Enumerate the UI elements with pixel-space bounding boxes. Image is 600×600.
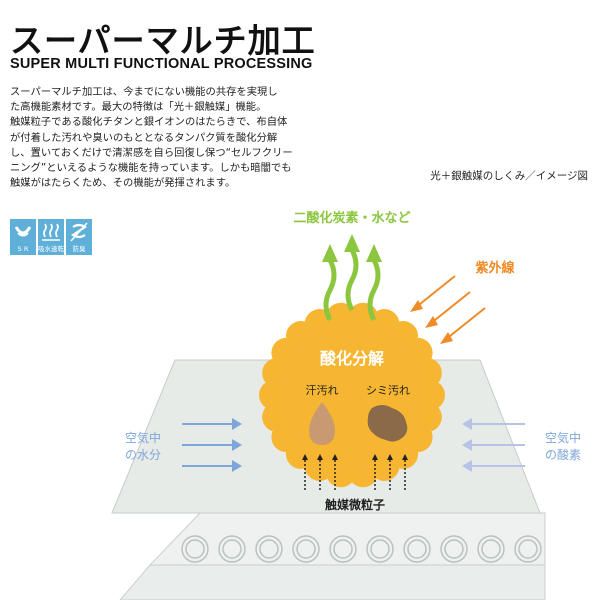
left-label-line1: 空気中 <box>125 430 161 445</box>
left-arrow-head <box>232 439 242 451</box>
diagram-caption: 光＋銀触媒のしくみ／イメージ図 <box>430 170 588 182</box>
uv-arrow-head <box>440 332 453 344</box>
right-arrow-head <box>462 460 472 472</box>
sr-icon: S R <box>10 219 36 255</box>
sweat-drop <box>308 402 336 445</box>
particle-arrow-head <box>402 454 408 460</box>
deodorize-icon: 防臭 <box>66 219 92 255</box>
particle-arrow-head <box>317 454 323 460</box>
description-line: し、置いておくだけで清潔感を自ら回復し保つ“セルフクリー <box>10 146 293 159</box>
particle-arrows <box>304 460 406 490</box>
description: スーパーマルチ加工は、今までにない機能の共存を実現し た高機能素材です。最大の特… <box>10 85 300 191</box>
uv-arrows <box>414 275 486 341</box>
sweat-label: 汗汚れ <box>306 384 339 397</box>
right-label-line2: の酸素 <box>545 447 581 462</box>
uv-label: 紫外線 <box>475 260 515 276</box>
description-line: た高機能素材です。最大の特徴は「光＋銀触媒」機能。 <box>10 101 267 114</box>
particle-arrow-head <box>372 454 378 460</box>
description-line: が付着した汚れや臭いのもととなるタンパク質を酸化分解 <box>10 131 278 144</box>
icon-label: S R <box>17 245 29 253</box>
right-arrow-head <box>462 418 472 430</box>
icon-label: 吸水速乾 <box>38 245 64 253</box>
left-arrow-head <box>232 418 242 430</box>
page-subtitle: SUPER MULTI FUNCTIONAL PROCESSING <box>10 56 313 72</box>
particle-label: 触媒微粒子 <box>325 497 385 512</box>
description-line: ニング”といえるような機能を持っています。しかも暗闇でも <box>10 162 292 175</box>
stain-label: シミ汚れ <box>366 384 410 397</box>
right-arrows <box>472 423 525 467</box>
fabric-base-layer <box>119 512 546 600</box>
particle-arrow-head <box>332 454 338 460</box>
uv-arrow-head <box>410 300 423 312</box>
stain-blob <box>367 405 408 442</box>
icon-label: 防臭 <box>72 245 86 253</box>
left-label-line2: の水分 <box>125 448 161 462</box>
absorb-quick-dry-icon: 吸水速乾 <box>38 219 64 255</box>
center-label: 酸化分解 <box>320 349 384 368</box>
feature-icons: S R 吸水速乾 防臭 <box>10 219 92 255</box>
output-arrow-head <box>344 234 360 252</box>
output-arrow-head <box>322 244 338 262</box>
left-arrow-head <box>232 460 242 472</box>
output-arrow-head <box>366 244 382 262</box>
description-line: 触媒がはたらくため、その機能が発揮されます。 <box>10 177 236 190</box>
output-label: 二酸化炭素・水など <box>293 210 410 226</box>
output-arrows <box>323 248 381 322</box>
particle-arrow-head <box>387 454 393 460</box>
right-label-line1: 空気中 <box>545 430 581 445</box>
left-arrows <box>182 423 232 467</box>
uv-arrow-head <box>425 316 438 328</box>
description-line: スーパーマルチ加工は、今までにない機能の共存を実現し <box>10 86 278 98</box>
particle-arrow-head <box>302 454 308 460</box>
description-line: 触媒粒子である酸化チタンと銀イオンのはたらきで、布自体 <box>10 116 288 129</box>
right-arrow-head <box>462 439 472 451</box>
page-title: スーパーマルチ加工 <box>10 21 316 60</box>
